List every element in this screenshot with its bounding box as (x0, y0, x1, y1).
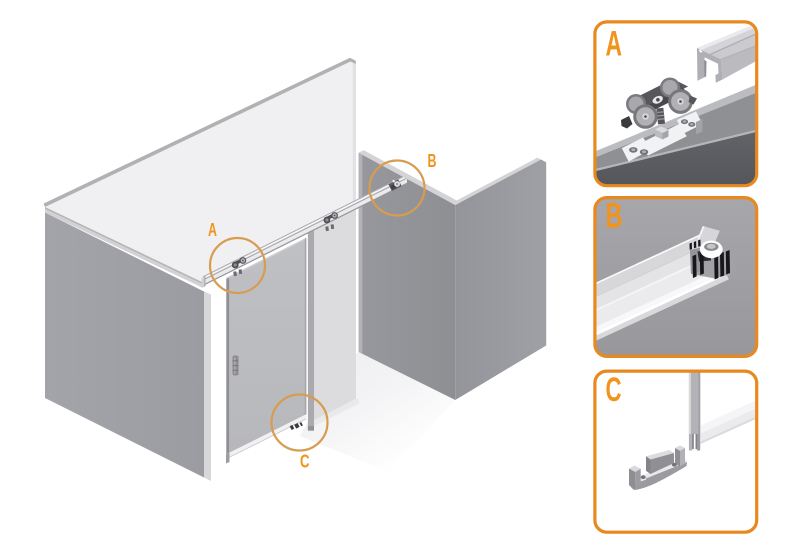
svg-text:A: A (208, 220, 217, 240)
svg-text:C: C (606, 371, 622, 409)
svg-text:A: A (606, 25, 623, 64)
svg-text:B: B (428, 151, 437, 171)
svg-text:C: C (300, 452, 310, 472)
svg-text:B: B (606, 197, 623, 236)
